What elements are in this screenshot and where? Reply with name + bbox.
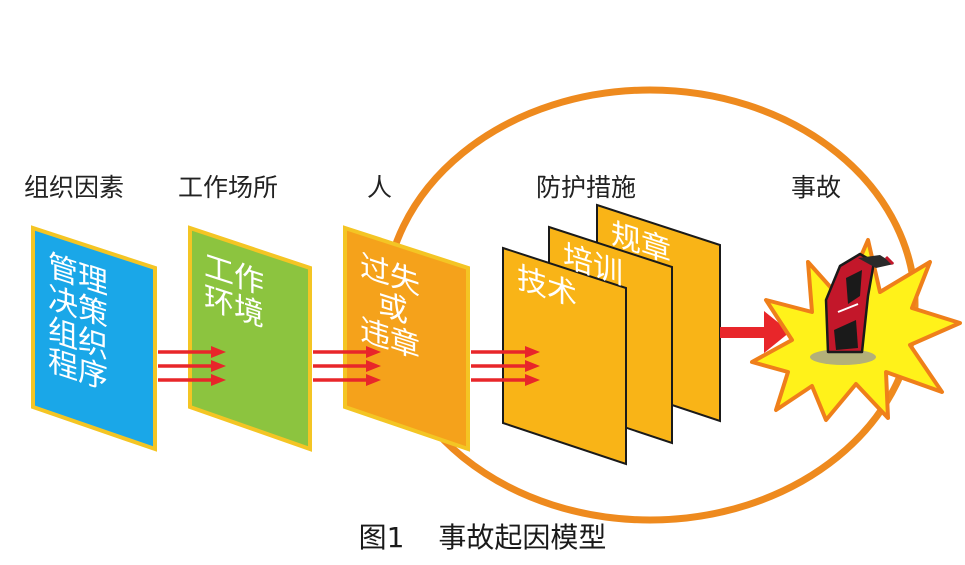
header-organization-factors: 组织因素 <box>24 173 125 202</box>
figure-title: 事故起因模型 <box>438 521 607 554</box>
arrow-group-person-to-protection <box>471 346 540 386</box>
header-accident: 事故 <box>791 173 842 202</box>
arrow-group-org-to-workplace <box>158 346 226 386</box>
organization-card-text: 管理 决策 组织 程序 <box>48 248 108 398</box>
header-person: 人 <box>367 173 393 202</box>
organization-card <box>31 225 157 452</box>
person-card-text: 过失 或 违章 <box>360 248 420 366</box>
workplace-card <box>188 225 312 452</box>
figure-number: 图1 <box>358 521 405 554</box>
person-card <box>343 225 470 452</box>
arrow-to-accident <box>720 311 790 353</box>
header-protection-measures: 防护措施 <box>536 173 637 202</box>
arrow-group-workplace-to-person <box>313 346 381 386</box>
figure-caption: 图1 事故起因模型 <box>0 516 965 556</box>
car-crash-icon <box>810 252 895 365</box>
header-workplace: 工作场所 <box>178 173 279 202</box>
